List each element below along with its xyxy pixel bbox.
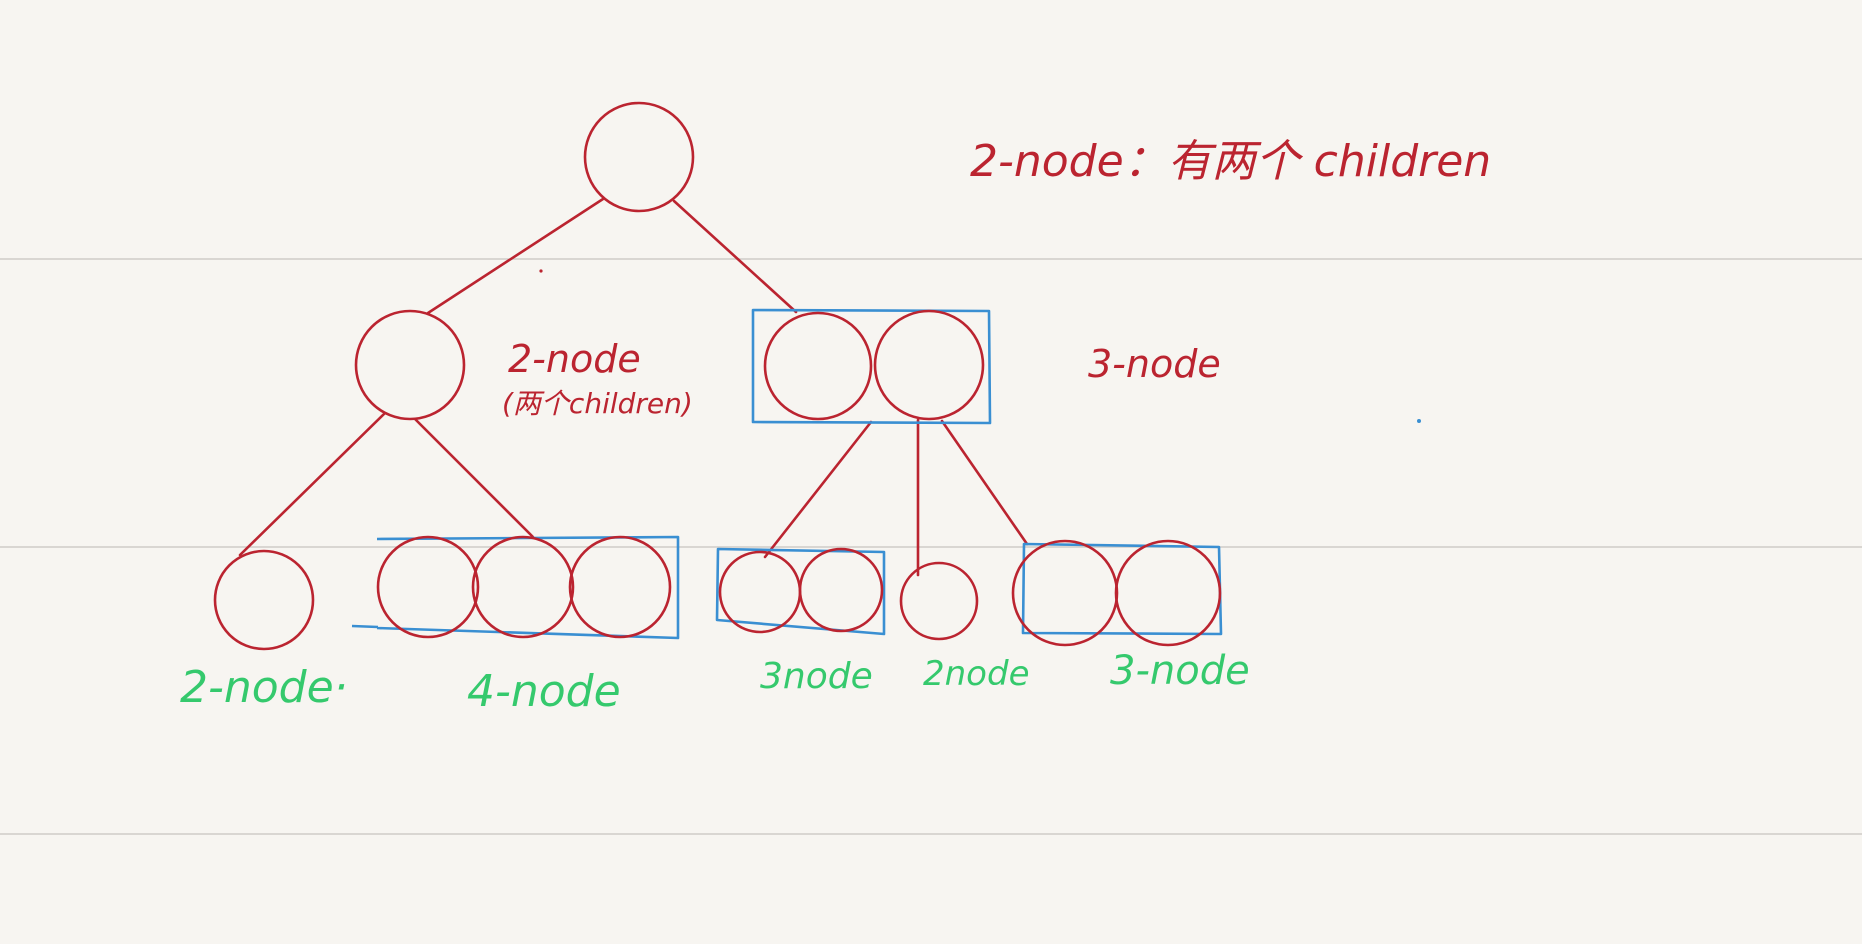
leaf-2-node-b <box>899 561 979 641</box>
edge-right-child3 <box>940 419 1029 546</box>
leaf-3-node-b-key1 <box>1011 539 1119 647</box>
bottom-label-2-node: 2-node· <box>180 662 348 713</box>
tree-edges <box>238 197 1029 577</box>
left-node-label-line2: (两个children) <box>502 387 693 420</box>
root-node <box>583 101 695 213</box>
leaf-4-node-box <box>351 535 680 640</box>
bottom-label-3-node: 3-node <box>1110 648 1250 694</box>
right-3-node <box>751 308 992 425</box>
leaf-2-node <box>213 549 315 651</box>
legend-top-label: 2-node：有两个 children <box>970 136 1491 187</box>
edge-left-child1 <box>238 412 386 557</box>
left-2-node <box>354 309 466 421</box>
leaf-4-node-key3 <box>568 535 672 639</box>
leaf-4-node <box>351 535 680 640</box>
bottom-label-3node: 3node <box>760 656 873 697</box>
leaf-3-node-a <box>715 547 886 636</box>
leaf-3-node-b-box <box>1021 542 1223 636</box>
leaf-3-node-a-key2 <box>798 547 884 633</box>
leaf-4-node-key1 <box>376 535 480 639</box>
stray-ink-dot-red <box>539 269 543 273</box>
leaf-3-node-b <box>1011 539 1223 647</box>
bottom-label-2node: 2node <box>923 654 1029 694</box>
stray-ink-dot-blue <box>1417 419 1421 423</box>
edge-left-child2 <box>413 417 535 539</box>
paper-rules <box>0 258 1862 835</box>
edge-right-child1 <box>763 420 873 559</box>
leaf-4-node-key2 <box>471 535 575 639</box>
right-3-node-box <box>751 308 992 425</box>
leaf-3-node-a-key1 <box>718 550 802 634</box>
leaf-3-node-b-key2 <box>1114 539 1222 647</box>
edge-root-left <box>426 197 605 315</box>
edge-root-right <box>672 199 798 314</box>
right-3-node-key2 <box>873 309 985 421</box>
left-node-label-line1: 2-node <box>508 337 641 381</box>
right-3-node-key1 <box>763 311 873 421</box>
right-node-label: 3-node <box>1088 342 1221 386</box>
bottom-label-4-node: 4-node <box>467 666 621 717</box>
